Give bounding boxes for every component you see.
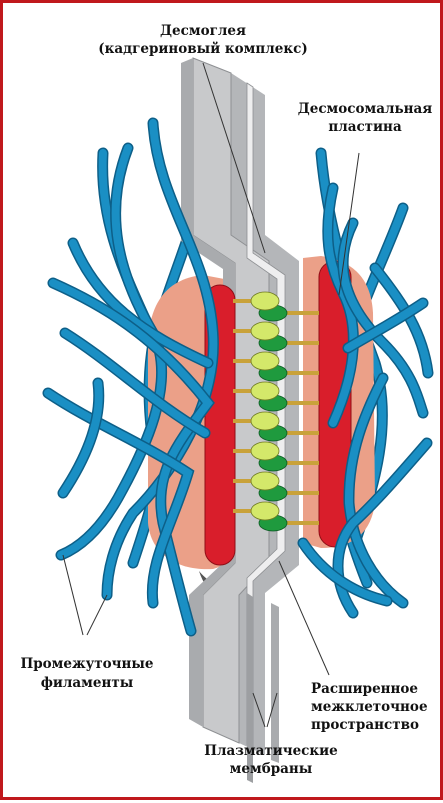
label-membranes-line2: мембраны (230, 761, 313, 777)
leader-filament-a (63, 555, 83, 635)
leader-filament-b (87, 595, 107, 635)
cadherin-linker-right (285, 401, 319, 405)
cadherin-light-domain (251, 382, 279, 400)
cadherin-light-domain (251, 472, 279, 490)
cadherin-light-domain (251, 502, 279, 520)
cadherin-light-domain (251, 442, 279, 460)
cadherin-linker-right (285, 371, 319, 375)
cadherin-linker-right (285, 431, 319, 435)
cadherin-linker-right (285, 491, 319, 495)
label-plaque-line2: пластина (328, 119, 402, 135)
cadherin-light-domain (251, 292, 279, 310)
cadherin-linker-right (285, 341, 319, 345)
label-membranes-line1: Плазматические (204, 743, 338, 759)
cadherin-light-domain (251, 322, 279, 340)
label-space-line1: Расширенное (311, 681, 418, 697)
label-desmoglein-line2: (кадгериновый комплекс) (98, 41, 308, 57)
membrane-lower-strip-right (271, 603, 279, 763)
label-plaque-line1: Десмосомальная (298, 101, 433, 117)
label-desmoglein-line1: Десмоглея (160, 23, 246, 39)
cadherin-linker-right (285, 461, 319, 465)
label-space-line3: пространство (311, 717, 419, 733)
cadherin-linker-right (285, 311, 319, 315)
cadherin-light-domain (251, 352, 279, 370)
desmosome-diagram: Десмоглея (кадгериновый комплекс) Десмос… (3, 3, 443, 803)
cadherin-linker-right (285, 521, 319, 525)
cadherin-light-domain (251, 412, 279, 430)
label-space-line2: межклеточное (311, 699, 428, 715)
label-filaments-line2: филаменты (41, 675, 134, 691)
label-filaments-line1: Промежуточные (20, 656, 153, 672)
leader-space (279, 561, 329, 675)
